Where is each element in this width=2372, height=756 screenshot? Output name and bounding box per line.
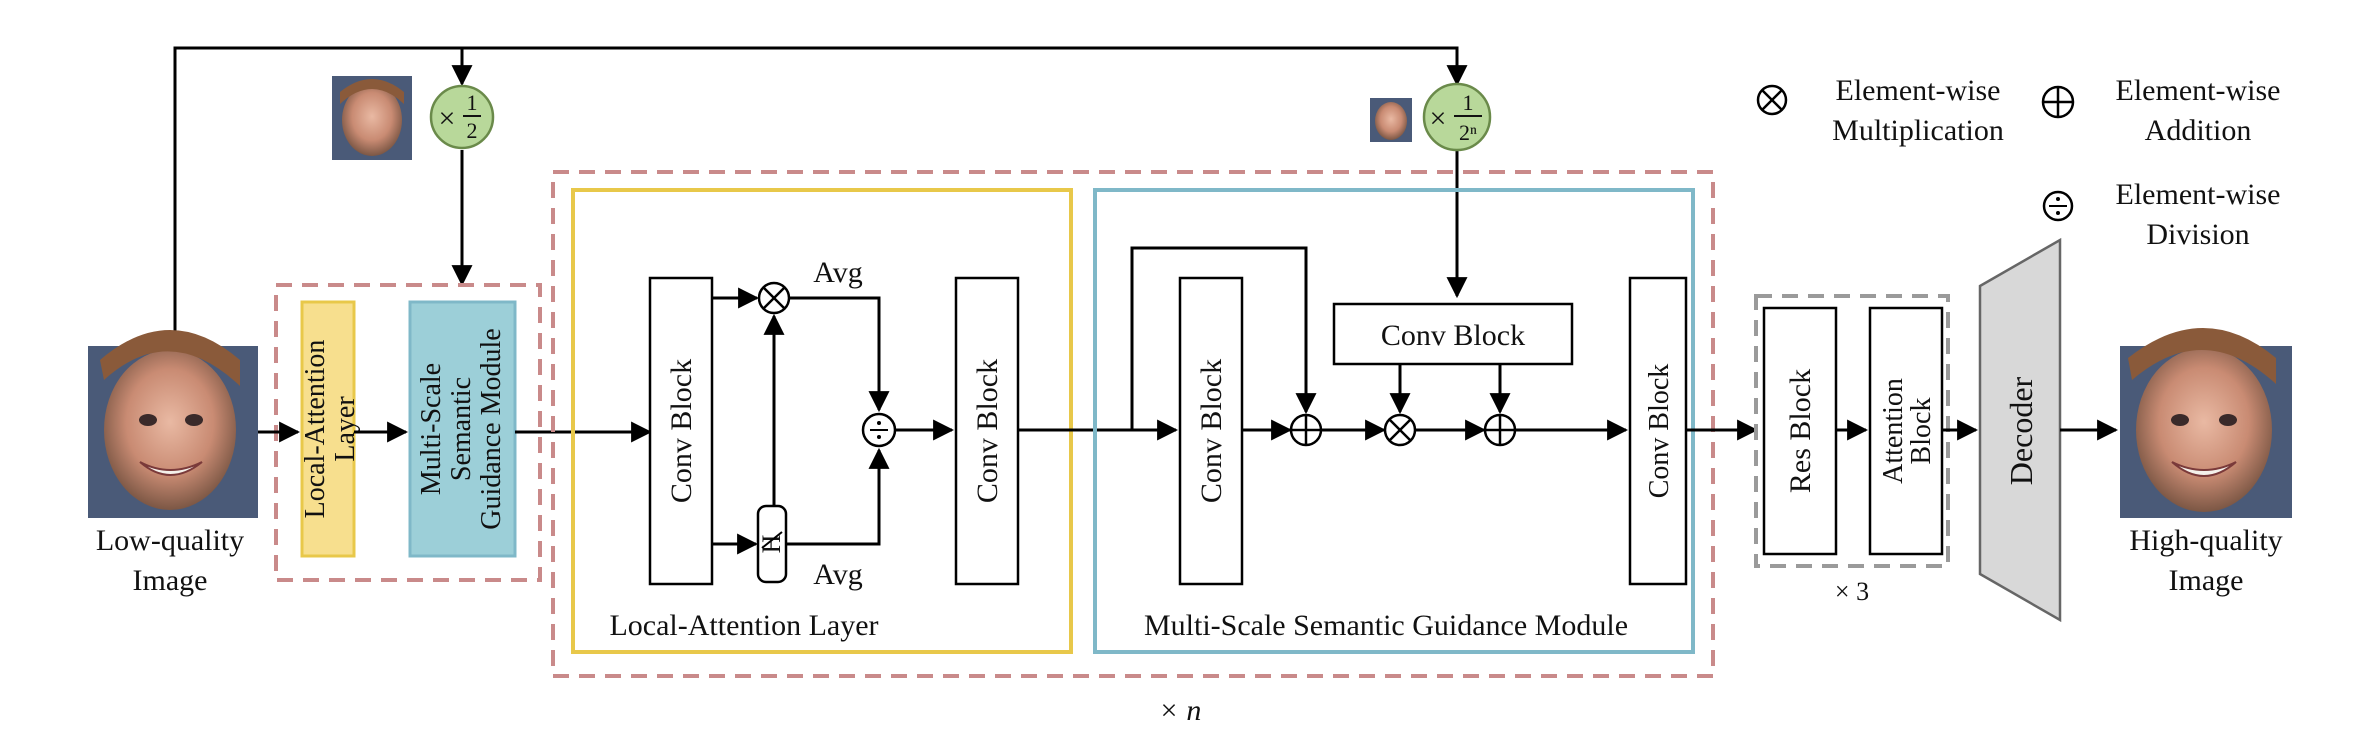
res-attention-repeat: × 3 (1835, 577, 1869, 606)
msgm-add-op-1 (1289, 413, 1323, 447)
small-msgm-label-3: Guidance Module (476, 328, 507, 529)
la-conv-block-1 (648, 276, 714, 586)
la-conv-block-2 (954, 276, 1020, 586)
decoder-label: Decoder (2003, 376, 2039, 485)
legend-multiply-icon (1756, 84, 1788, 116)
la-inverse-glyph: H (757, 534, 786, 553)
small-msgm-label-1: Multi-Scale (416, 363, 447, 495)
msgm-add-op-2 (1483, 413, 1517, 447)
small-msgm-block (408, 300, 517, 558)
msgm-conv-block-1 (1178, 276, 1244, 586)
repeat-n-block (551, 170, 1715, 678)
small-la-label-2: Layer (330, 396, 361, 462)
local-attention-title: Local-Attention Layer (609, 609, 878, 642)
nth-scale-den: 2ⁿ (1459, 120, 1477, 145)
msgm-conv-block-2-label: Conv Block (1381, 319, 1525, 352)
nth-scale-thumbnail (1370, 98, 1412, 142)
small-la-label-1: Local-Attention (300, 340, 331, 519)
la-multiply-op (757, 281, 791, 315)
low-quality-image (88, 330, 258, 518)
half-scale-prefix: × (439, 102, 456, 135)
top-skip-lines (173, 46, 1468, 342)
half-scale-op: × 1 2 (429, 84, 495, 150)
half-scale-num: 1 (467, 90, 478, 115)
avg-top-label: Avg (813, 256, 862, 289)
avg-bottom-label: Avg (813, 558, 862, 591)
res-block-label: Res Block (1784, 369, 1817, 493)
high-quality-label-1: High-quality (2129, 524, 2282, 557)
small-local-attention-layer (300, 300, 356, 558)
local-attention-layer (571, 188, 1073, 654)
la-conv-block-1-label: Conv Block (665, 359, 698, 503)
legend: Element-wise Multiplication Element-wise… (1756, 74, 2281, 251)
attention-block-label-2: Block (1906, 398, 1937, 465)
legend-add-icon (2041, 85, 2075, 119)
high-quality-label-2: Image (2169, 564, 2244, 597)
legend-divide-icon (2042, 190, 2074, 222)
la-conv-block-2-label: Conv Block (971, 359, 1004, 503)
res-block (1762, 306, 1838, 556)
low-quality-label-1: Low-quality (96, 524, 244, 557)
attention-block-label-1: Attention (1878, 378, 1909, 484)
msgm-multiply-op (1383, 413, 1417, 447)
nth-scale-num: 1 (1463, 90, 1474, 115)
legend-add-1: Element-wise (2116, 74, 2281, 107)
nth-scale-prefix: × (1430, 102, 1447, 135)
nth-scale-op: × 1 2ⁿ (1422, 82, 1492, 152)
legend-mul-2: Multiplication (1832, 114, 2004, 147)
low-quality-label-2: Image (133, 564, 208, 597)
msgm-module (1093, 188, 1695, 654)
la-divide-op (861, 412, 897, 448)
msgm-conv-block-3 (1628, 276, 1688, 586)
decoder (1978, 237, 2062, 623)
msgm-conv-block-2 (1332, 302, 1574, 366)
legend-mul-1: Element-wise (1836, 74, 2001, 107)
msgm-conv-block-3-label: Conv Block (1644, 364, 1675, 499)
legend-add-2: Addition (2145, 114, 2252, 147)
half-scale-den: 2 (467, 118, 478, 143)
half-scale-thumbnail (332, 76, 412, 160)
small-msgm-label-2: Semantic (446, 377, 477, 481)
legend-div-1: Element-wise (2116, 178, 2281, 211)
msgm-title: Multi-Scale Semantic Guidance Module (1144, 609, 1628, 642)
repeat-n-label: × n (1159, 694, 1202, 727)
high-quality-image (2120, 328, 2292, 518)
legend-div-2: Division (2146, 218, 2249, 251)
msgm-conv-block-1-label: Conv Block (1195, 359, 1228, 503)
